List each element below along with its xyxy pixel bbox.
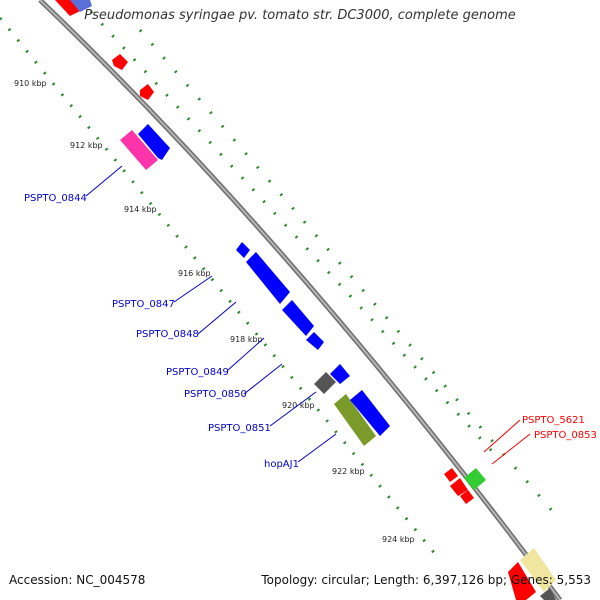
leader-0849 — [227, 337, 265, 371]
tick-label-924: 924 kbp — [382, 535, 415, 544]
leader-0851 — [269, 391, 317, 427]
gene-label-pspto-0849[interactable]: PSPTO_0849 — [166, 367, 229, 378]
feature-0853-red-2[interactable] — [450, 478, 468, 496]
leader-0848 — [197, 301, 237, 335]
tick-label-916: 916 kbp — [178, 269, 211, 278]
feature-0844-cds[interactable] — [138, 124, 170, 160]
feature-reverse-small-1[interactable] — [112, 54, 128, 70]
leader-hopaj1 — [297, 433, 337, 463]
feature-hopaj1-cds[interactable] — [350, 390, 390, 436]
leader-0847 — [173, 275, 213, 303]
gc-track-middle — [78, 0, 502, 462]
genome-stats-text: Topology: circular; Length: 6,397,126 bp… — [261, 573, 591, 587]
feature-0851-cds[interactable] — [330, 364, 350, 384]
feature-pink-block[interactable] — [120, 130, 158, 170]
gene-label-pspto-0844[interactable]: PSPTO_0844 — [24, 193, 87, 204]
feature-reverse-small-2[interactable] — [140, 84, 154, 100]
gene-label-pspto-0851[interactable]: PSPTO_0851 — [208, 423, 271, 434]
feature-0848-cds[interactable] — [246, 252, 290, 304]
gc-track-inner — [0, 17, 442, 561]
tick-label-910: 910 kbp — [14, 79, 47, 88]
feature-5621-green[interactable] — [464, 468, 486, 490]
map-title: Pseudomonas syringae pv. tomato str. DC3… — [84, 8, 516, 23]
gene-label-hopaj1[interactable]: hopAJ1 — [264, 459, 299, 470]
feature-0847-cds[interactable] — [236, 242, 250, 258]
feature-0853-red-3[interactable] — [460, 490, 474, 504]
feature-0850-cds[interactable] — [306, 332, 324, 350]
feature-top-cropped-2[interactable] — [70, 0, 92, 12]
feature-bottom-yellow[interactable] — [520, 548, 556, 592]
feature-bottom-red[interactable] — [508, 562, 536, 600]
leader-0850 — [243, 363, 283, 395]
gene-label-pspto-5621[interactable]: PSPTO_5621 — [522, 415, 585, 426]
tick-label-912: 912 kbp — [70, 141, 103, 150]
genome-backbone-highlight — [39, 0, 561, 600]
gene-label-pspto-0850[interactable]: PSPTO_0850 — [184, 389, 247, 400]
leader-0853 — [491, 433, 531, 465]
feature-0853-red-1[interactable] — [444, 468, 458, 482]
gene-label-pspto-0847[interactable]: PSPTO_0847 — [112, 299, 175, 310]
accession-text: Accession: NC_004578 — [9, 573, 146, 587]
tick-label-922: 922 kbp — [332, 467, 365, 476]
leader-0844 — [85, 165, 123, 197]
tick-label-918: 918 kbp — [230, 335, 263, 344]
feature-0849-cds[interactable] — [282, 300, 314, 336]
gene-label-pspto-0853[interactable]: PSPTO_0853 — [534, 430, 597, 441]
leader-5621 — [483, 419, 521, 453]
feature-0851-grey[interactable] — [314, 372, 336, 394]
gene-label-pspto-0848[interactable]: PSPTO_0848 — [136, 329, 199, 340]
tick-label-914: 914 kbp — [124, 205, 157, 214]
feature-hopaj1-olive[interactable] — [334, 394, 376, 446]
feature-bottom-grey[interactable] — [540, 588, 556, 600]
